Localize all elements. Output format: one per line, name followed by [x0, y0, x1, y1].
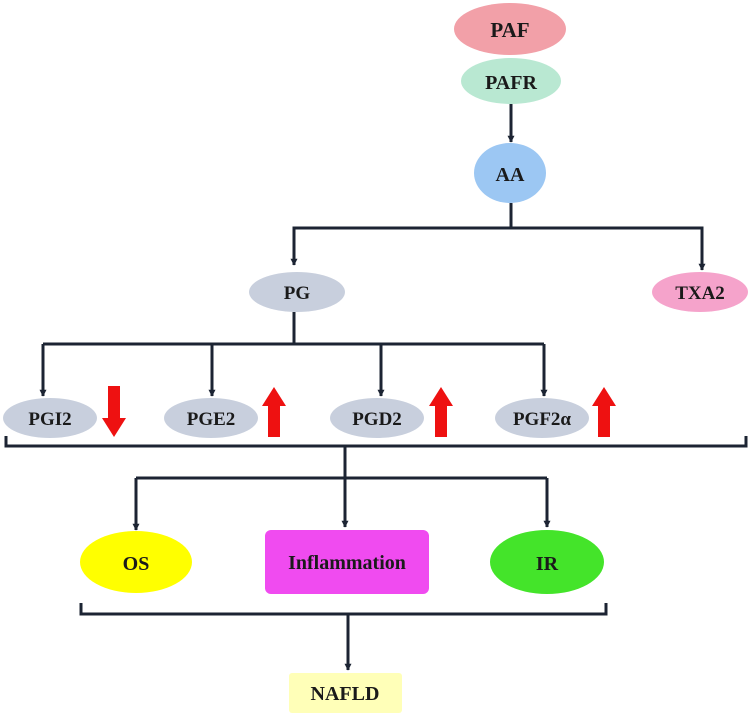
- node-pg-shape: [249, 272, 345, 312]
- node-os-label: OS: [123, 553, 150, 575]
- node-pgd2-label: PGD2: [352, 409, 402, 430]
- node-aa-label: AA: [496, 164, 525, 186]
- node-nafld-label: NAFLD: [311, 683, 380, 705]
- node-pge2-shape: [164, 398, 258, 438]
- bracket-effects: [79, 603, 608, 616]
- node-pge2-label: PGE2: [187, 409, 236, 430]
- node-pgd2-shape: [330, 398, 424, 438]
- node-pgf2a-shape: [495, 398, 589, 438]
- node-pgd2: PGD2: [330, 398, 424, 438]
- node-paf: PAF: [454, 3, 566, 55]
- node-pafr-label: PAFR: [485, 72, 537, 94]
- node-nafld: NAFLD: [289, 673, 402, 713]
- node-aa: AA: [474, 143, 546, 203]
- arrow-down-icon: [102, 386, 126, 437]
- node-txa2-shape: [652, 272, 748, 312]
- node-pgf2a-label: PGF2α: [513, 409, 571, 430]
- node-pg: PG: [249, 272, 345, 312]
- node-ir-label: IR: [536, 553, 559, 575]
- node-pgi2-shape: [3, 398, 97, 438]
- arrow-up-icon: [429, 387, 453, 437]
- node-pgi2: PGI2: [3, 398, 97, 438]
- node-ir: IR: [490, 530, 604, 594]
- node-txa2-label: TXA2: [675, 283, 725, 304]
- node-inflammation-label: Inflammation: [288, 552, 406, 574]
- bracket-prostaglandins: [4, 436, 748, 448]
- connectors: [4, 104, 748, 671]
- trend-arrows: [102, 386, 616, 437]
- node-pg-label: PG: [284, 283, 311, 304]
- node-inflammation: Inflammation: [265, 530, 429, 594]
- node-pafr-shape: [461, 58, 561, 104]
- node-nafld-shape: [289, 673, 402, 713]
- node-paf-label: PAF: [490, 18, 529, 42]
- node-txa2: TXA2: [652, 272, 748, 312]
- node-pge2: PGE2: [164, 398, 258, 438]
- node-pafr: PAFR: [461, 58, 561, 104]
- node-aa-shape: [474, 143, 546, 203]
- connector-aa-split: [290, 203, 513, 266]
- node-inflammation-shape: [265, 530, 429, 594]
- arrow-up-icon: [262, 387, 286, 437]
- arrow-up-icon: [592, 387, 616, 437]
- node-pgi2-label: PGI2: [28, 409, 71, 430]
- node-paf-shape: [454, 3, 566, 55]
- node-os: OS: [80, 531, 192, 593]
- node-os-shape: [80, 531, 192, 593]
- node-ir-shape: [490, 530, 604, 594]
- connector-aa-txa2: [511, 226, 706, 271]
- node-pgf2a: PGF2α: [495, 398, 589, 438]
